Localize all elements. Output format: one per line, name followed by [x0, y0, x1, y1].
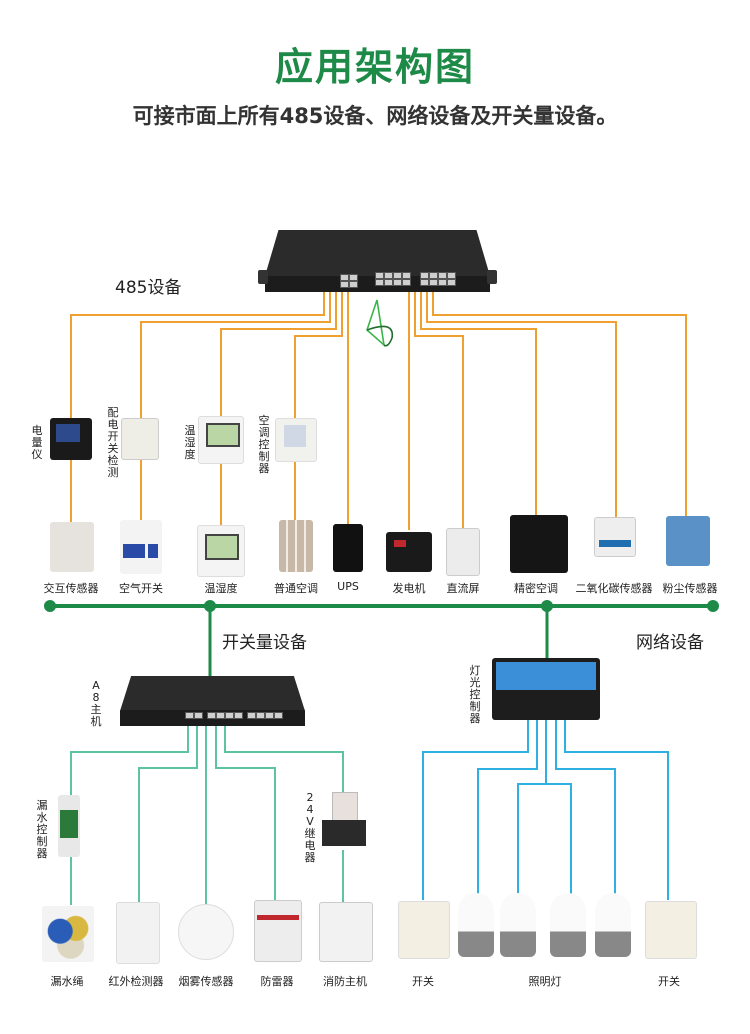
relay-icon [320, 792, 370, 850]
section-label-network: 网络设备 [636, 633, 704, 653]
page-title: 应用架构图 [274, 45, 475, 89]
fire-host-icon [319, 902, 373, 962]
device-label: UPS [337, 580, 359, 593]
air-conditioner-icon [279, 520, 313, 572]
wall-switch-icon [398, 901, 450, 959]
device-label: 24V继电器 [304, 791, 316, 864]
device-label: 红外检测器 [108, 975, 164, 988]
switch-qty-wires [70, 725, 344, 905]
wire-co2 [426, 290, 617, 520]
temp-humidity-sensor-icon [197, 525, 245, 577]
rack-ear [258, 270, 268, 284]
distribution-switch-detector-icon [121, 418, 159, 460]
device-label: 交互传感器 [43, 582, 99, 595]
wire-precision-ac [420, 290, 537, 520]
ac-controller-icon [275, 418, 317, 462]
device-label: 防雷器 [260, 975, 294, 988]
device-label: 开关 [658, 975, 680, 988]
smoke-sensor-icon [178, 904, 234, 960]
a8-host-label: A8主机 [90, 679, 102, 728]
page-subtitle: 可接市面上所有485设备、网络设备及开关量设备。 [132, 104, 618, 128]
rack-ear [487, 270, 497, 284]
circuit-breaker-icon [120, 520, 162, 574]
wire-ac-controller [294, 290, 343, 520]
infrared-detector-icon [116, 902, 160, 964]
light-bulb-icon [595, 893, 631, 957]
leak-controller-icon [58, 795, 80, 857]
section-label-485: 485设备 [115, 278, 182, 298]
ups-icon [333, 524, 363, 572]
device-label: 漏水控制器 [36, 799, 48, 860]
device-label: 开关 [412, 975, 434, 988]
device-label: 粉尘传感器 [662, 582, 718, 595]
device-label: 照明灯 [528, 975, 562, 988]
wall-switch-icon [645, 901, 697, 959]
device-label: 普通空调 [274, 582, 318, 595]
section-label-switch-qty: 开关量设备 [222, 633, 307, 653]
device-label: 二氧化碳传感器 [575, 582, 653, 595]
device-label: 发电机 [392, 582, 426, 595]
device-label: 电量仪 [31, 424, 43, 461]
network-wires [422, 720, 669, 900]
device-label: 直流屏 [446, 582, 480, 595]
device-label: 精密空调 [514, 582, 558, 595]
light-controller-label: 灯光控制器 [469, 664, 481, 725]
light-bulb-icon [550, 893, 586, 957]
wire-temp-humidity [220, 290, 337, 525]
device-label: 漏水绳 [50, 975, 84, 988]
device-label: 温湿度 [204, 582, 238, 595]
device-label: 空调控制器 [258, 414, 270, 475]
power-meter-icon [50, 418, 92, 460]
device-bus [44, 600, 719, 676]
device-label: 空气开关 [119, 582, 163, 595]
wire-distribution-switch [140, 290, 331, 525]
wire-dc-panel [414, 290, 464, 530]
dc-panel-icon [446, 528, 480, 576]
light-bulb-icon [458, 893, 494, 957]
rs485-wires [70, 290, 687, 530]
temp-humidity-panel-icon [198, 416, 244, 464]
dust-sensor-icon [666, 516, 710, 566]
device-label: 烟雾传感器 [178, 975, 234, 988]
precision-ac-icon [510, 515, 568, 573]
light-controller-device [492, 658, 600, 720]
generator-icon [386, 532, 432, 572]
device-label: 消防主机 [323, 975, 367, 988]
surge-protector-icon [254, 900, 302, 962]
device-label: 温湿度 [184, 424, 196, 461]
wire-dust [432, 290, 687, 520]
light-bulb-icon [500, 893, 536, 957]
co2-sensor-icon [594, 517, 636, 557]
current-transformer-icon [50, 522, 94, 572]
device-label: 配电开关检测 [107, 406, 119, 479]
leak-rope-icon [42, 906, 94, 962]
brand-logo-icon [366, 299, 394, 348]
